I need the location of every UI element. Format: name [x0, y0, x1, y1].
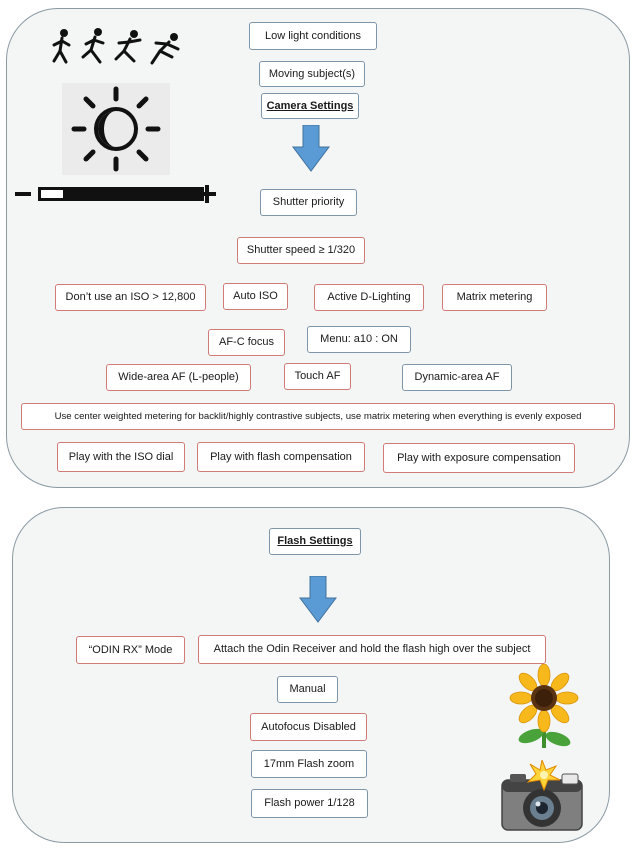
active-d-lighting-box: Active D-Lighting — [314, 284, 424, 311]
sunflower-icon — [506, 664, 582, 750]
play-flash-compensation-box: Play with flash compensation — [197, 442, 365, 472]
flash-zoom-box: 17mm Flash zoom — [251, 750, 367, 778]
touch-af-box: Touch AF — [284, 363, 351, 390]
running-people-icon — [50, 27, 190, 69]
manual-box: Manual — [277, 676, 338, 703]
menu-a10-box: Menu: a10 : ON — [307, 326, 411, 353]
down-arrow-icon — [291, 125, 331, 173]
auto-iso-box: Auto ISO — [223, 283, 288, 310]
sun-brightness-icon — [62, 83, 170, 175]
camera-flash-icon — [500, 760, 584, 832]
shutter-speed-box: Shutter speed ≥ 1/320 — [237, 237, 365, 264]
moving-subjects-box: Moving subject(s) — [259, 61, 365, 87]
autofocus-disabled-box: Autofocus Disabled — [250, 713, 367, 741]
metering-note-box: Use center weighted metering for backlit… — [21, 403, 615, 430]
down-arrow-icon — [298, 576, 338, 624]
odin-rx-mode-box: “ODIN RX” Mode — [76, 636, 185, 664]
exposure-slider-icon — [12, 182, 218, 206]
play-exposure-compensation-box: Play with exposure compensation — [383, 443, 575, 473]
shutter-priority-box: Shutter priority — [260, 189, 357, 216]
flash-power-box: Flash power 1/128 — [251, 789, 368, 818]
camera-settings-heading: Camera Settings — [261, 93, 359, 119]
af-c-focus-box: AF-C focus — [208, 329, 285, 356]
wide-area-af-box: Wide-area AF (L-people) — [106, 364, 251, 391]
dynamic-area-af-box: Dynamic-area AF — [402, 364, 512, 391]
iso-limit-box: Don’t use an ISO > 12,800 — [55, 284, 206, 311]
play-iso-dial-box: Play with the ISO dial — [57, 442, 185, 472]
matrix-metering-box: Matrix metering — [442, 284, 547, 311]
odin-receiver-box: Attach the Odin Receiver and hold the fl… — [198, 635, 546, 664]
flash-settings-heading: Flash Settings — [269, 528, 361, 555]
low-light-conditions-box: Low light conditions — [249, 22, 377, 50]
